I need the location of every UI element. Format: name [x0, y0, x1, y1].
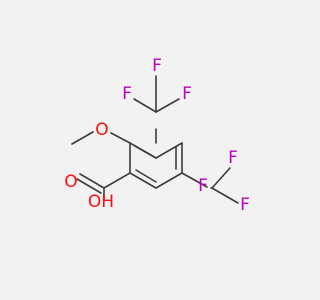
fluorine-label-1: F — [152, 56, 162, 76]
structure-diagram: O O OH F F F F F F — [64, 56, 250, 215]
atom-label-layer: O O OH F F F F F F — [64, 56, 250, 215]
acid-bond-c — [103, 172, 131, 189]
cf3-top-f2 — [133, 98, 157, 113]
cf3-top-f3 — [155, 98, 180, 113]
methoxy-bond-1 — [110, 132, 131, 144]
carbonyl-oxygen-label: O — [64, 172, 77, 192]
cf3-right-stem — [181, 172, 208, 188]
ring-bond-5 — [155, 172, 183, 189]
ring-bond-6 — [129, 172, 157, 189]
hydroxyl-label: OH — [88, 192, 114, 212]
cf3-right-f4 — [211, 167, 231, 189]
fluorine-label-5: F — [198, 176, 208, 196]
acid-double-2 — [76, 178, 102, 194]
fluorine-label-3: F — [182, 84, 192, 104]
ring-double-1 — [134, 145, 157, 159]
bond-layer — [71, 75, 239, 204]
ring-bond-2 — [155, 142, 183, 159]
methoxy-bond-2 — [71, 131, 94, 145]
cf3-right-f6 — [211, 187, 239, 204]
fluorine-label-4: F — [228, 148, 238, 168]
fluorine-label-6: F — [240, 195, 250, 215]
fluorine-label-2: F — [122, 84, 132, 104]
methoxy-oxygen-label: O — [95, 120, 108, 140]
acid-double-1 — [79, 173, 105, 189]
ring-double-3 — [135, 169, 157, 183]
